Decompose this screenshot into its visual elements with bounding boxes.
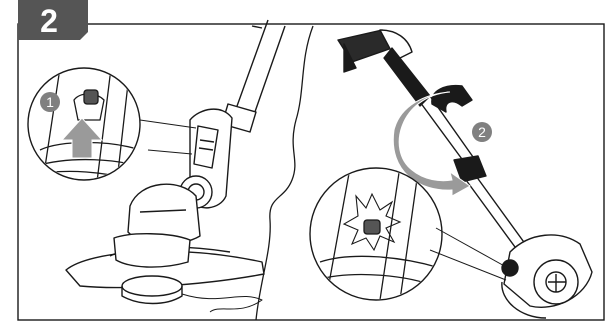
step-number: 2	[18, 2, 80, 40]
callout-2: 2	[472, 122, 492, 142]
right-magnifier	[310, 166, 508, 300]
left-magnifier	[28, 60, 150, 200]
panel-divider	[256, 26, 313, 320]
callout-1: 1	[40, 92, 60, 112]
